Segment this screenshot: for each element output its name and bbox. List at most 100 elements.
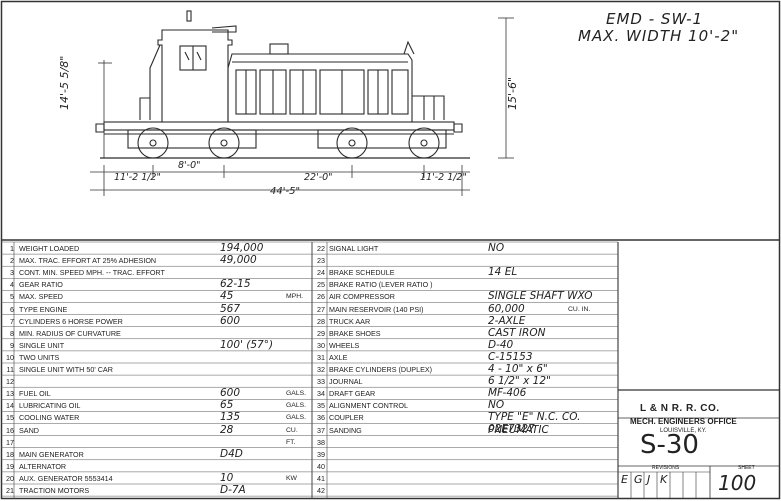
spec-table-rows (1, 241, 618, 497)
spec-row-number: 39 (317, 449, 325, 459)
spec-row-number: 32 (317, 365, 325, 374)
spec-row-label: BRAKE SHOES (329, 328, 381, 338)
spec-row-number: 31 (317, 352, 325, 362)
spec-row-number: 28 (317, 316, 325, 326)
spec-row-number: 24 (317, 268, 325, 278)
spec-row-label: BRAKE CYLINDERS (DUPLEX) (329, 365, 433, 374)
spec-row-value: 600 (220, 314, 241, 327)
spec-row-value: 45 (220, 290, 234, 303)
spec-row-unit: CU. IN. (568, 305, 591, 313)
spec-row-number: 22 (317, 244, 325, 253)
spec-row-label: AUX. GENERATOR 5553414 (19, 473, 113, 483)
spec-row-label: JOURNAL (329, 377, 363, 387)
revision-letter: J (647, 473, 651, 486)
spec-row-label: TRACTION MOTORS (19, 486, 90, 495)
dim-overall: 44'-5" (270, 186, 301, 197)
dim-truck-centers: 22'-0" (304, 172, 333, 183)
spec-row-label: ALTERNATOR (19, 461, 67, 471)
spec-row-label: WHEELS (329, 340, 360, 350)
spec-row-number: 38 (317, 437, 325, 447)
spec-row-label: ALIGNMENT CONTROL (329, 401, 408, 411)
spec-row: 10 TWO UNITS (0, 352, 300, 364)
spec-row-value: 6 1/2" x 12" (488, 375, 551, 388)
dimension-lines (90, 17, 514, 196)
spec-row-value: 62-15 (220, 278, 251, 291)
spec-row-value: 600 (220, 387, 241, 400)
spec-row: 40 (311, 461, 611, 473)
revision-letter: G (634, 473, 643, 486)
company-name: L & N R. R. CO. (640, 403, 720, 414)
spec-row-number: 18 (6, 449, 14, 459)
dim-truck-left: 11'-2 1/2" (114, 172, 161, 183)
spec-row-value: NO (488, 242, 505, 254)
spec-row-number: 9 (10, 340, 14, 350)
spec-row-value: SINGLE SHAFT WXO (488, 290, 593, 303)
spec-row: 11 SINGLE UNIT WITH 50' CAR (0, 364, 300, 376)
spec-row-value: TYPE "E" N.C. CO. 02E7327 (488, 411, 581, 436)
spec-row-number: 12 (6, 377, 14, 387)
revision-letter: K (660, 473, 668, 486)
spec-table-grid (13, 242, 619, 499)
spec-row-label: SINGLE UNIT (19, 340, 65, 350)
dim-height-cab: 14'-5 5/8" (58, 55, 71, 110)
spec-row-value: 28 (220, 423, 234, 436)
spec-row-label: SIGNAL LIGHT (329, 244, 379, 253)
spec-row-unit: CU. FT. (286, 426, 298, 446)
spec-row-label: GEAR RATIO (19, 280, 63, 290)
spec-row-label: TRUCK AAR (329, 316, 371, 326)
spec-row: 41 (311, 473, 611, 485)
spec-row-value: MF-406 (488, 387, 527, 400)
spec-row-number: 11 (6, 365, 14, 374)
spec-row-label: LUBRICATING OIL (19, 401, 81, 411)
spec-row-label: COOLING WATER (19, 413, 80, 423)
spec-row-value: D-40 (488, 338, 514, 351)
spec-row-label: SAND (19, 425, 39, 435)
spec-row-value: CAST IRON (488, 326, 546, 339)
spec-row-value: 60,000 (488, 302, 525, 315)
spec-row-number: 3 (10, 268, 14, 278)
spec-row: 22 SIGNAL LIGHT NO (311, 242, 611, 255)
sheet-number: 100 (718, 471, 757, 495)
drawing-number: S-30 (640, 430, 699, 460)
spec-row-label: TYPE ENGINE (19, 304, 68, 314)
sheet-label: SHEET (738, 465, 755, 471)
dim-truck-right: 11'-2 1/2" (420, 172, 467, 183)
spec-row-label: COUPLER (329, 413, 364, 423)
cab (157, 29, 233, 123)
spec-row-label: DRAFT GEAR (329, 389, 376, 399)
spec-row-value: 49,000 (220, 254, 257, 267)
spec-row-number: 4 (10, 280, 14, 290)
spec-row: 23 (311, 255, 611, 267)
spec-row-label: TWO UNITS (19, 352, 60, 362)
truck-front (317, 127, 447, 159)
spec-row-value: NO (488, 399, 505, 412)
spec-row-label: BRAKE SCHEDULE (329, 268, 395, 278)
spec-row-label: WEIGHT LOADED (19, 244, 80, 253)
spec-row-label: SANDING (329, 425, 362, 435)
spec-row-number: 5 (10, 292, 14, 302)
spec-row: 4 GEAR RATIO 62-15 (0, 278, 300, 291)
spec-row-label: MAX. SPEED (19, 292, 63, 302)
spec-row-number: 2 (10, 256, 14, 266)
spec-row: 42 (311, 485, 611, 497)
revisions-label: REVISIONS (652, 465, 680, 471)
office-city: LOUISVILLE, KY. (660, 428, 707, 434)
spec-row-number: 13 (6, 389, 14, 399)
